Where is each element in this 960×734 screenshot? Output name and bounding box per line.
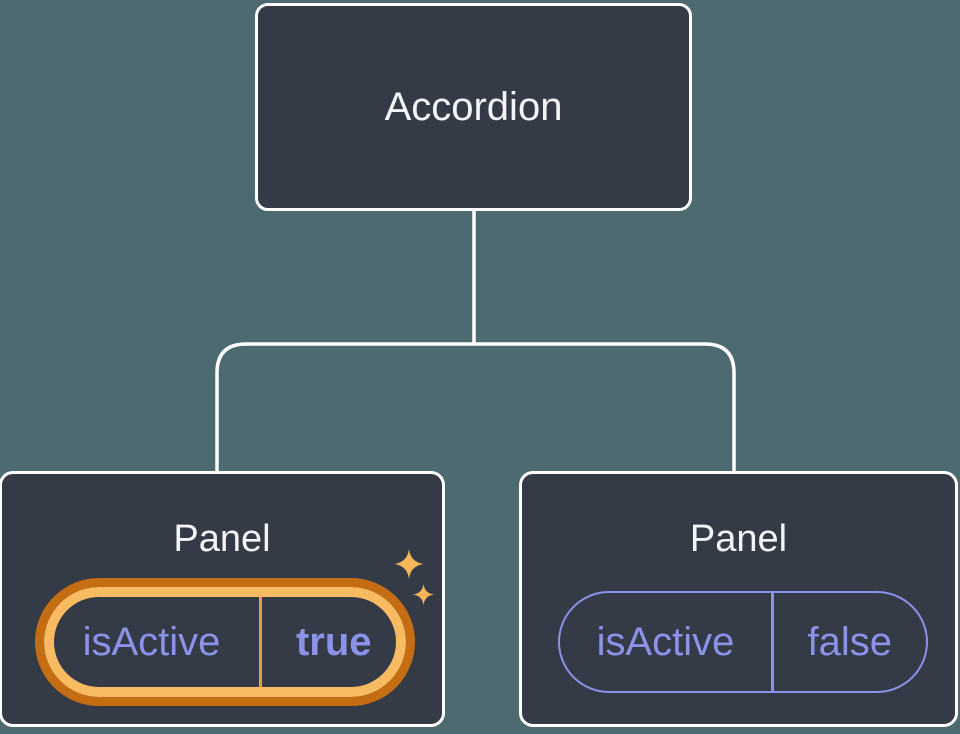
pill-divider <box>259 597 262 687</box>
accordion-node-label: Accordion <box>384 84 563 129</box>
panel-node-label: Panel <box>173 518 271 560</box>
state-pill-active: isActive true <box>35 578 415 706</box>
state-prop-value: true <box>295 619 372 664</box>
pill-divider <box>771 593 774 691</box>
accordion-node: Accordion <box>255 3 692 211</box>
sparkle-icon <box>394 549 424 579</box>
panel-node-label: Panel <box>689 518 788 560</box>
sparkle-icon <box>413 584 434 605</box>
state-prop-value: false <box>807 619 893 664</box>
state-prop-name: isActive <box>596 619 735 664</box>
state-prop-name: isActive <box>82 619 221 664</box>
connector-bracket <box>215 342 736 471</box>
panel-node-active: Panel isActive true <box>0 471 445 727</box>
panel-node-inactive: Panel isActive false <box>519 471 958 727</box>
state-pill-inactive: isActive false <box>558 591 928 693</box>
